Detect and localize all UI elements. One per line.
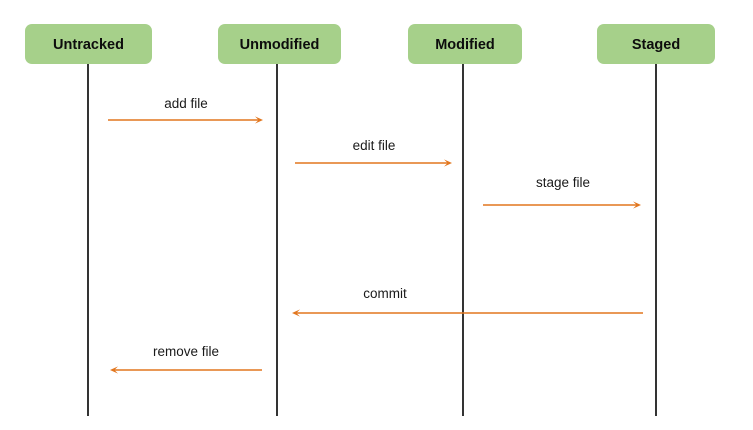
actor-label-staged: Staged: [632, 37, 680, 53]
actor-box-fill-staged: [597, 24, 715, 64]
actor-box-staged[interactable]: Staged: [597, 24, 715, 64]
messages-group: add file edit file stage file commit remove …: [108, 96, 643, 374]
actor-boxes-group: Untracked Unmodified Modified Staged: [25, 24, 715, 64]
actor-box-modified[interactable]: Modified: [408, 24, 522, 64]
actor-box-fill-modified: [408, 24, 522, 64]
actor-box-untracked[interactable]: Untracked: [25, 24, 152, 64]
message-arrowhead-add-file: [255, 116, 263, 124]
actor-box-unmodified[interactable]: Unmodified: [218, 24, 341, 64]
actor-box-fill-untracked: [25, 24, 152, 64]
message-arrowhead-remove-file: [110, 366, 118, 374]
message-arrowhead-edit-file: [444, 159, 452, 167]
message-arrowhead-commit: [292, 309, 300, 317]
message-add-file[interactable]: add file: [108, 96, 263, 124]
message-edit-file[interactable]: edit file: [295, 138, 452, 167]
actor-label-modified: Modified: [435, 37, 495, 53]
message-remove-file[interactable]: remove file: [110, 344, 262, 374]
message-label-remove-file: remove file: [153, 344, 219, 359]
actor-label-untracked: Untracked: [53, 37, 124, 53]
actor-box-fill-unmodified: [218, 24, 341, 64]
message-label-stage-file: stage file: [536, 175, 590, 190]
message-label-edit-file: edit file: [353, 138, 396, 153]
message-label-add-file: add file: [164, 96, 208, 111]
message-stage-file[interactable]: stage file: [483, 175, 641, 209]
message-commit[interactable]: commit: [292, 286, 643, 317]
message-label-commit: commit: [363, 286, 407, 301]
lifelines-group: [87, 64, 657, 416]
actor-label-unmodified: Unmodified: [240, 37, 320, 53]
message-arrowhead-stage-file: [633, 201, 641, 209]
